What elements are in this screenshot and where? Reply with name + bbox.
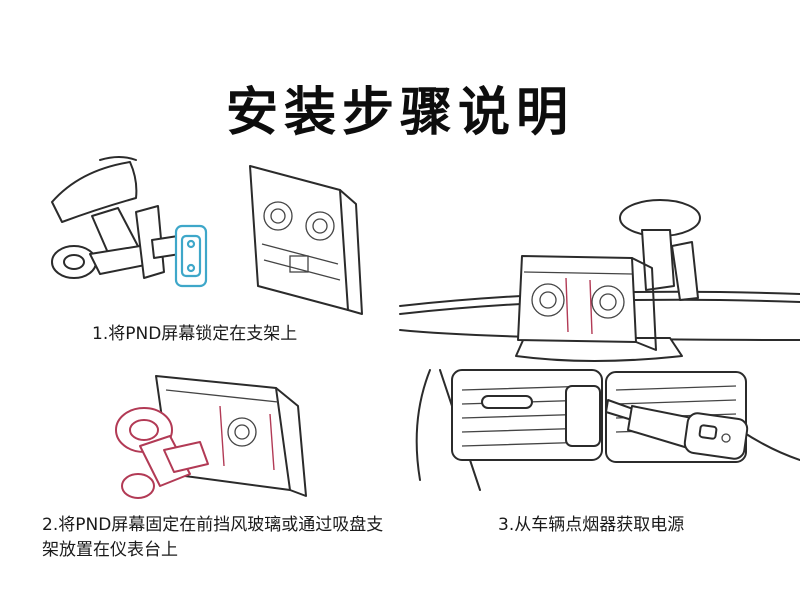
cigarette-lighter-plug-icon [605,399,749,460]
red-suction-mount-icon [115,407,209,499]
pnd-back-illustration [249,165,363,315]
step-1-caption: 1.将PND屏幕锁定在支架上 [92,324,298,344]
suction-mount-illustration [51,156,181,279]
step-2-caption: 2.将PND屏幕固定在前挡风玻璃或通过吸盘支架放置在仪表台上 [42,515,384,560]
page-title: 安装步骤说明 [225,83,574,143]
blue-clamp-icon [174,224,208,288]
pnd-dashboard-illustration [515,255,683,362]
windshield-mount-illustration [619,199,701,301]
step-3-caption: 3.从车辆点烟器获取电源 [498,515,685,535]
